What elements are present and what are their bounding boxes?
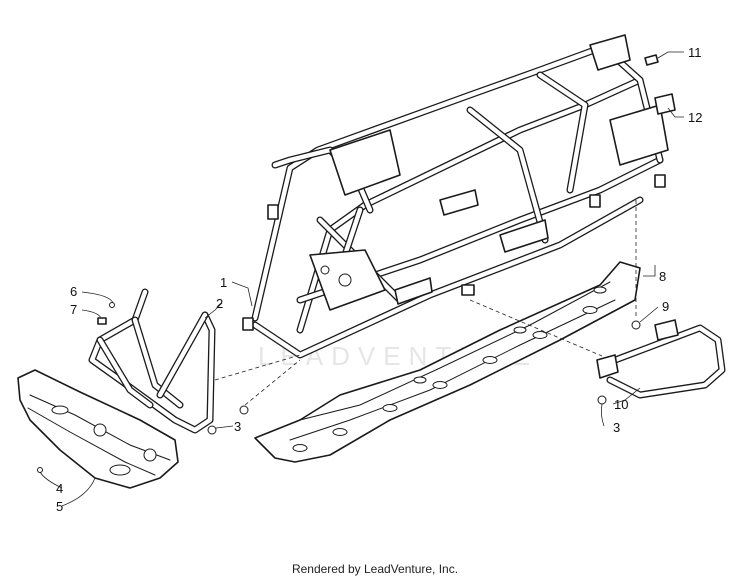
- skid-plate: [254, 261, 641, 463]
- hardware-items: [37, 54, 676, 473]
- callout-1: 1: [220, 275, 227, 290]
- callout-3-right: 3: [613, 420, 620, 435]
- callout-leaders: [39, 51, 684, 507]
- callout-10: 10: [614, 397, 628, 412]
- bumper-cover: [17, 369, 179, 489]
- callout-3-left: 3: [234, 419, 241, 434]
- main-frame: [242, 34, 669, 359]
- callout-9: 9: [662, 299, 669, 314]
- callout-12: 12: [688, 110, 702, 125]
- rear-step-bar: [596, 319, 726, 399]
- callout-7: 7: [70, 302, 77, 317]
- front-bumper-bracket: [88, 288, 216, 434]
- callout-2: 2: [216, 296, 223, 311]
- callout-8: 8: [659, 269, 666, 284]
- callouts: 1 2 3 3 4 5 6 7 8 9 10 11 12: [56, 45, 702, 514]
- callout-4: 4: [56, 481, 63, 496]
- callout-5: 5: [56, 499, 63, 514]
- dashed-leaders: [214, 200, 637, 406]
- callout-11: 11: [688, 45, 702, 60]
- callout-6: 6: [70, 284, 77, 299]
- footer-credit: Rendered by LeadVenture, Inc.: [291, 562, 459, 576]
